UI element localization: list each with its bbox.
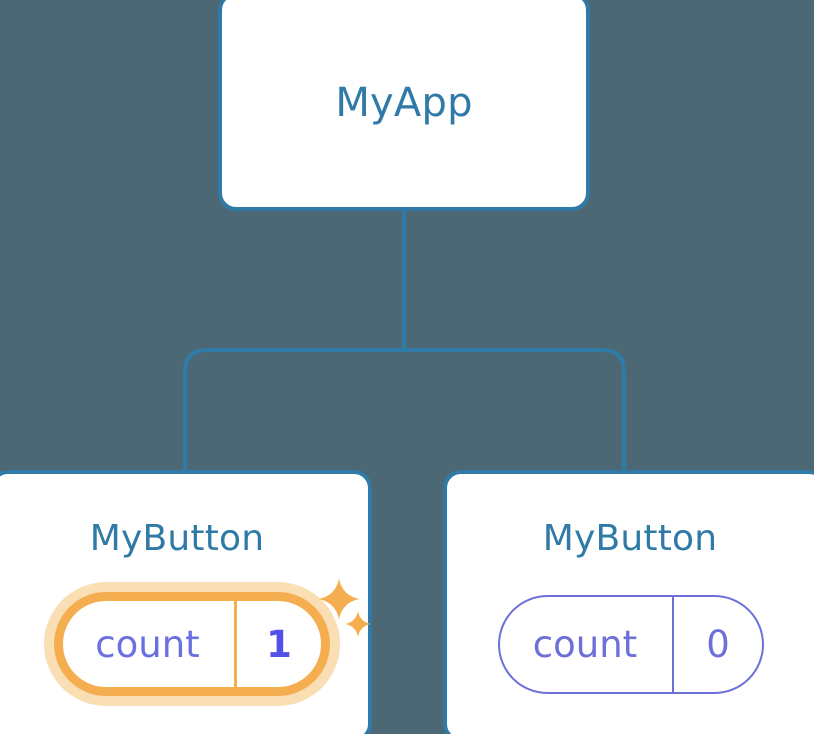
state-pill-plain[interactable]: count 0: [498, 595, 764, 694]
state-key-label: count: [500, 597, 674, 692]
sparkle-icon: [345, 611, 371, 637]
component-node-mybutton-right[interactable]: MyButton count 0: [443, 470, 814, 734]
component-node-myapp[interactable]: MyApp: [218, 0, 590, 211]
state-value-label: 1: [266, 622, 292, 666]
edge-branch-bus: [183, 348, 626, 470]
component-node-title: MyButton: [89, 518, 265, 559]
state-pill[interactable]: count 1: [54, 592, 330, 696]
component-node-title: MyApp: [335, 80, 473, 126]
component-node-mybutton-left[interactable]: MyButton count 1: [0, 470, 372, 734]
state-key-label: count: [63, 601, 237, 687]
state-pill-highlighted[interactable]: count 1: [44, 578, 371, 706]
component-node-title: MyButton: [542, 518, 718, 559]
state-pill[interactable]: count 0: [498, 595, 764, 694]
sparkle-icon: [318, 578, 360, 620]
state-value-label: 0: [706, 623, 730, 666]
